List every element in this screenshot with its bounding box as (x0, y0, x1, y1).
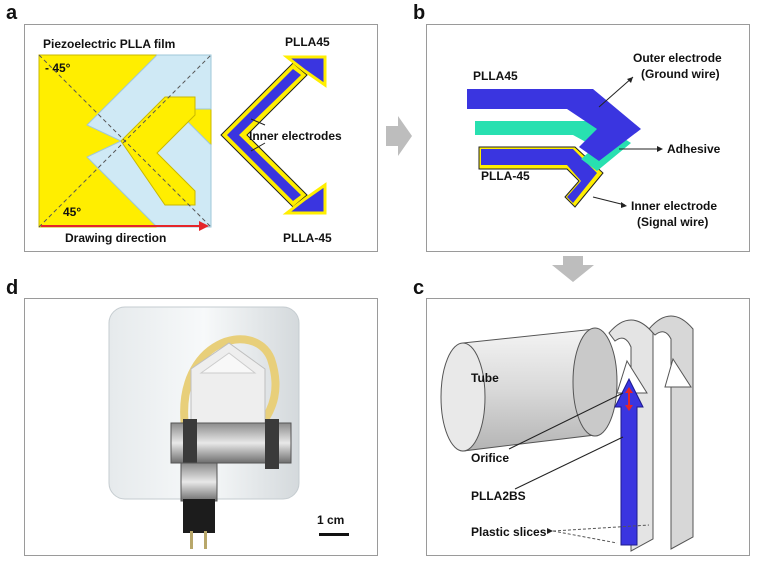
outer-electrode-label-2: (Ground wire) (641, 67, 720, 81)
plastic-slice-back (648, 315, 694, 550)
panel-c: Tube Orifice PLLA2BS Plastic slices (426, 298, 750, 556)
tube-opening (572, 327, 618, 437)
plla-45-label: PLLA-45 (283, 231, 332, 245)
drawing-direction-label: Drawing direction (65, 231, 167, 245)
outer-electrode-pointer (598, 76, 634, 108)
drawing-direction-arrowhead (199, 221, 209, 231)
plla-45-layer (481, 149, 597, 203)
panel-letter-a: a (6, 2, 18, 24)
electrode-pattern-inner (120, 96, 196, 206)
diagonal-line-2 (38, 54, 212, 228)
layer-stack-diagram (467, 76, 663, 208)
sensor-film (190, 342, 266, 428)
film-diagram (38, 54, 327, 231)
angle-top-label: - 45° (45, 61, 71, 75)
inner-electrode-pointer (592, 196, 626, 206)
clip-left (183, 419, 197, 469)
connector-pin-1 (190, 531, 193, 549)
adhesive-label: Adhesive (667, 142, 721, 156)
electrode-top-tip (282, 55, 327, 88)
angle-bottom-label: 45° (63, 205, 82, 219)
panel-letter-d: d (6, 277, 19, 299)
connector-body (180, 462, 218, 502)
inner-electrodes-label: Inner electrodes (249, 129, 342, 143)
device-photo (25, 299, 377, 555)
tube-label: Tube (471, 371, 499, 385)
plastic-slices-label: Plastic slices (471, 525, 547, 539)
orifice-back (664, 357, 692, 388)
plla2bs-label: PLLA2BS (471, 489, 526, 503)
outer-electrode-label-1: Outer electrode (633, 51, 722, 65)
plla45-label: PLLA45 (285, 35, 330, 49)
assembly-diagram (440, 315, 694, 552)
tube-end (440, 342, 486, 452)
plla2bs-strip (614, 377, 644, 546)
adhesive-layer (475, 121, 631, 171)
film-title: Piezoelectric PLLA film (43, 37, 176, 51)
scale-bar-label: 1 cm (317, 513, 345, 527)
panel-d: 1 cm (24, 298, 378, 556)
b-plla-45-label: PLLA-45 (481, 169, 530, 183)
pointer-line-1 (250, 118, 266, 126)
plla2bs-pointer (514, 436, 624, 490)
inner-electrode-label-1: Inner electrode (631, 199, 718, 213)
connector-plug (183, 499, 215, 533)
slice-pointer-2 (552, 524, 650, 532)
panel-a: Piezoelectric PLLA film - 45° 45° Drawin… (24, 24, 378, 252)
panel-letter-c: c (413, 277, 425, 299)
arrow-right-icon (386, 116, 412, 156)
connector-pin-2 (204, 531, 207, 549)
b-plla45-label: PLLA45 (473, 69, 518, 83)
arrow-down-icon (552, 256, 594, 282)
orifice-pointer (508, 392, 624, 450)
inner-electrode-label-2: (Signal wire) (637, 215, 709, 229)
slice-pointer-1 (552, 530, 618, 544)
pointer-line-2 (250, 142, 266, 152)
plla45-layer (467, 89, 641, 161)
scale-bar (319, 533, 349, 536)
clip-right (265, 419, 279, 469)
orifice-label: Orifice (471, 451, 510, 465)
panel-letter-b: b (413, 2, 426, 24)
panel-b: PLLA45 PLLA-45 Outer electrode (Ground w… (426, 24, 750, 252)
electrode-bottom-tip (282, 182, 327, 215)
